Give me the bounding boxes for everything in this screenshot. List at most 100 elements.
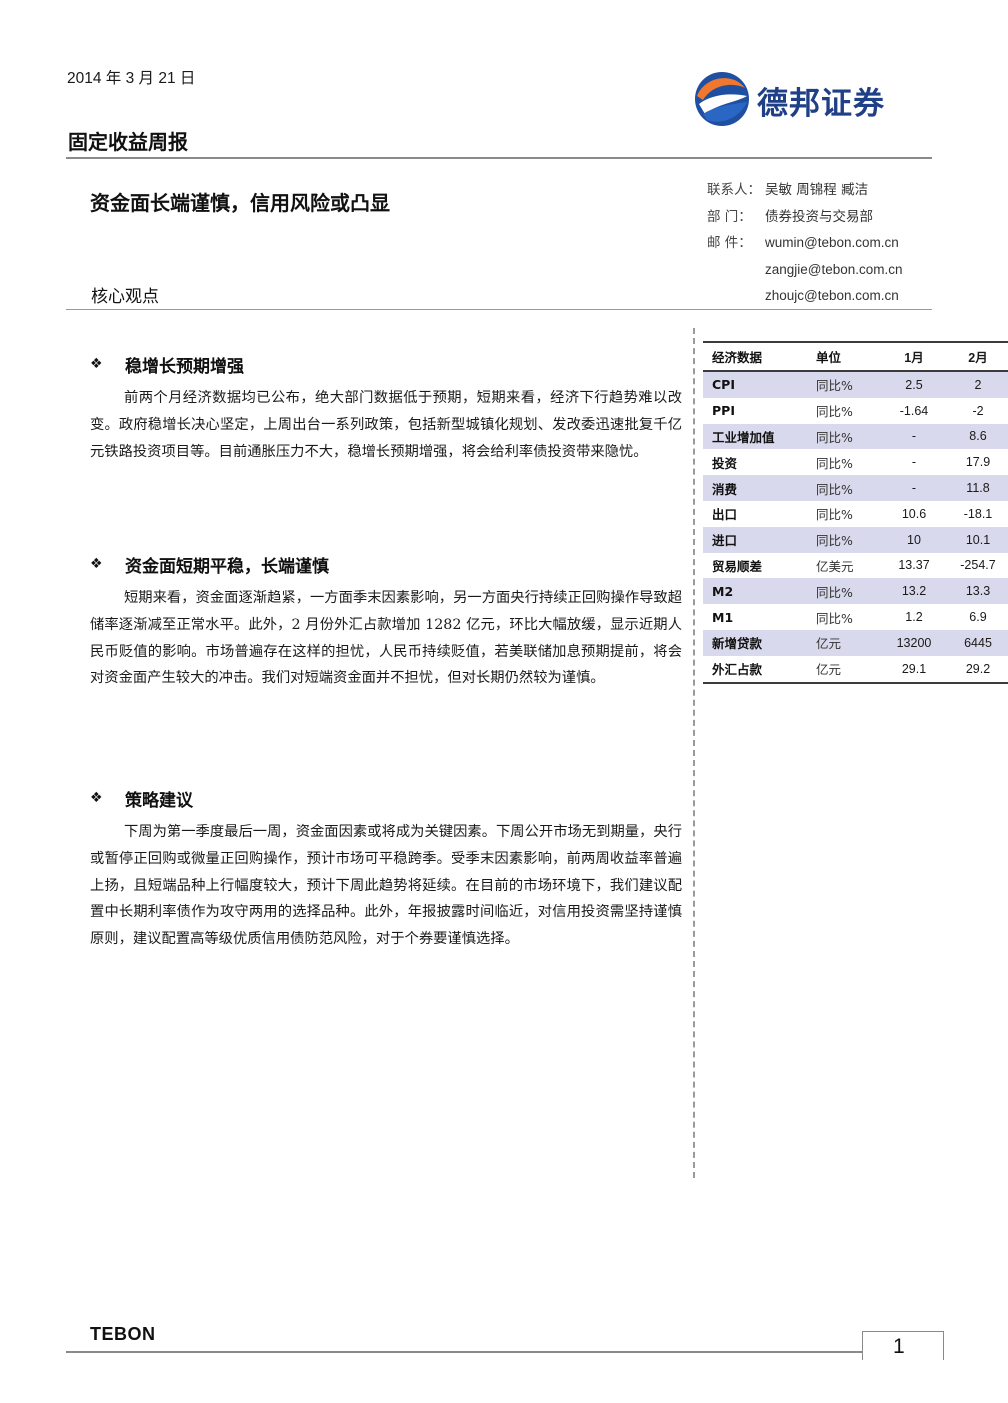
table-cell: 10 bbox=[880, 526, 948, 553]
table-row: 投资 同比% - 17.9 bbox=[703, 449, 1008, 475]
table-cell: 13.3 bbox=[948, 578, 1008, 605]
section-body: 下周为第一季度最后一周，资金面因素或将成为关键因素。下周公开市场无到期量，央行或… bbox=[90, 824, 682, 948]
row-label: 出口 bbox=[712, 507, 738, 523]
email-row: zhoujc@tebon.com.cn bbox=[707, 283, 903, 310]
row-label: CPI bbox=[703, 371, 816, 398]
report-date: 2014 年 3 月 21 日 bbox=[67, 70, 196, 87]
table-cell: 29.2 bbox=[948, 655, 1008, 684]
row-label: 工业增加值 bbox=[703, 423, 816, 450]
diamond-bullet-icon: ❖ bbox=[90, 356, 103, 372]
table-cell: 亿元 bbox=[816, 655, 880, 684]
email-row: 邮 件： wumin@tebon.com.cn bbox=[707, 230, 903, 257]
column-header: 经济数据 bbox=[703, 341, 816, 372]
section-body: 短期来看，资金面逐渐趋紧，一方面季末因素影响，另一方面央行持续正回购操作导致超储… bbox=[90, 590, 682, 687]
table-cell: 同比% bbox=[816, 578, 880, 605]
table-cell: 10.1 bbox=[948, 526, 1008, 553]
section-growth: ❖ 稳增长预期增强 前两个月经济数据均已公布，绝大部门数据低于预期，短期来看，经… bbox=[90, 349, 682, 465]
table-cell: 同比% bbox=[816, 423, 880, 450]
table-cell: 10.6 bbox=[901, 506, 927, 521]
table-cell: 13.2 bbox=[880, 578, 948, 605]
table-cell: 2.5 bbox=[880, 371, 948, 398]
tebon-logo: 德邦证券 bbox=[693, 70, 923, 128]
section-liquidity: ❖ 资金面短期平稳，长端谨慎 短期来看，资金面逐渐趋紧，一方面季末因素影响，另一… bbox=[90, 549, 682, 692]
row-label: 外汇占款 bbox=[703, 655, 816, 684]
report-type-title: 固定收益周报 bbox=[68, 130, 188, 154]
table-cell: 同比% bbox=[816, 507, 853, 523]
section-title: ❖ 稳增长预期增强 bbox=[90, 349, 682, 379]
table-cell: 6.9 bbox=[969, 610, 987, 625]
section-strategy: ❖ 策略建议 下周为第一季度最后一周，资金面因素或将成为关键因素。下周公开市场无… bbox=[90, 783, 682, 953]
table-cell: 17.9 bbox=[965, 455, 991, 470]
table-cell: 13200 bbox=[880, 629, 948, 656]
email-link[interactable]: wumin@tebon.com.cn bbox=[765, 235, 899, 250]
row-label: 消费 bbox=[703, 475, 816, 501]
table-cell: -1.64 bbox=[899, 403, 929, 418]
table-cell: 同比% bbox=[816, 475, 880, 501]
table-cell: 2 bbox=[948, 371, 1008, 398]
email-row: zangjie@tebon.com.cn bbox=[707, 257, 903, 284]
table-cell: - bbox=[911, 455, 917, 470]
table-row: 消费同比%-11.8 bbox=[703, 475, 1008, 501]
email-link[interactable]: zangjie@tebon.com.cn bbox=[765, 261, 903, 277]
logo-text: 德邦证券 bbox=[757, 86, 885, 122]
table-row: M1 同比% 1.2 6.9 bbox=[703, 604, 1008, 630]
report-headline: 资金面长端谨慎，信用风险或凸显 bbox=[90, 191, 390, 215]
table-cell: 13.37 bbox=[898, 558, 930, 573]
table-row: 工业增加值同比%-8.6 bbox=[703, 423, 1008, 450]
table-header-row: 经济数据 单位 1月 2月 bbox=[703, 341, 1008, 372]
section-title: ❖ 策略建议 bbox=[90, 783, 682, 813]
email-label: 邮 件： bbox=[707, 235, 752, 251]
table-cell: - bbox=[880, 475, 948, 501]
contact-block: 联系人： 吴敏 周锦程 臧洁 部 门： 债券投资与交易部 邮 件： wumin@… bbox=[707, 177, 903, 310]
table-cell: -18.1 bbox=[963, 506, 993, 521]
row-label: 新增贷款 bbox=[703, 629, 816, 656]
footer-divider bbox=[66, 1351, 932, 1353]
table-cell: 同比% bbox=[816, 610, 853, 626]
header-divider bbox=[66, 157, 932, 159]
section-body: 前两个月经济数据均已公布，绝大部门数据低于预期，短期来看，经济下行趋势难以改变。… bbox=[90, 390, 682, 460]
section-title-text: 策略建议 bbox=[125, 790, 193, 811]
dept-label: 部 门： bbox=[707, 208, 752, 225]
core-view-label: 核心观点 bbox=[91, 287, 159, 307]
column-separator bbox=[693, 328, 695, 1178]
logo-emblem-icon bbox=[695, 72, 749, 126]
diamond-bullet-icon: ❖ bbox=[90, 790, 103, 806]
column-header: 1月 bbox=[880, 341, 948, 372]
table-cell: 11.8 bbox=[948, 475, 1008, 501]
table-cell: -2 bbox=[972, 403, 984, 418]
summary-divider bbox=[66, 309, 932, 310]
dept-value: 债券投资与交易部 bbox=[765, 208, 873, 225]
table-cell: 同比% bbox=[816, 455, 853, 471]
contact-label: 联系人： bbox=[707, 182, 761, 198]
row-label: 进口 bbox=[703, 526, 816, 553]
table-cell: 亿元 bbox=[816, 629, 880, 656]
row-label: 贸易顺差 bbox=[712, 558, 763, 574]
section-title: ❖ 资金面短期平稳，长端谨慎 bbox=[90, 549, 682, 579]
table-cell: 同比% bbox=[816, 404, 853, 420]
row-label: M2 bbox=[703, 578, 816, 605]
page-number: 1 bbox=[893, 1335, 905, 1358]
contact-row: 联系人： 吴敏 周锦程 臧洁 bbox=[707, 177, 903, 204]
table-cell: - bbox=[880, 423, 948, 450]
row-label: 投资 bbox=[712, 455, 738, 471]
table-cell: 1.2 bbox=[905, 610, 923, 625]
table-cell: 同比% bbox=[816, 371, 880, 398]
table-cell: 8.6 bbox=[948, 423, 1008, 450]
table-cell: 亿美元 bbox=[816, 558, 854, 574]
table-cell: 同比% bbox=[816, 526, 880, 553]
dept-row: 部 门： 债券投资与交易部 bbox=[707, 204, 903, 231]
footer-brand: TEBON bbox=[90, 1324, 156, 1344]
section-title-text: 资金面短期平稳，长端谨慎 bbox=[125, 556, 329, 577]
table-row: 出口 同比% 10.6 -18.1 bbox=[703, 501, 1008, 527]
table-cell: 29.1 bbox=[880, 655, 948, 684]
email-link[interactable]: zhoujc@tebon.com.cn bbox=[765, 288, 899, 303]
row-label: M1 bbox=[712, 609, 734, 625]
